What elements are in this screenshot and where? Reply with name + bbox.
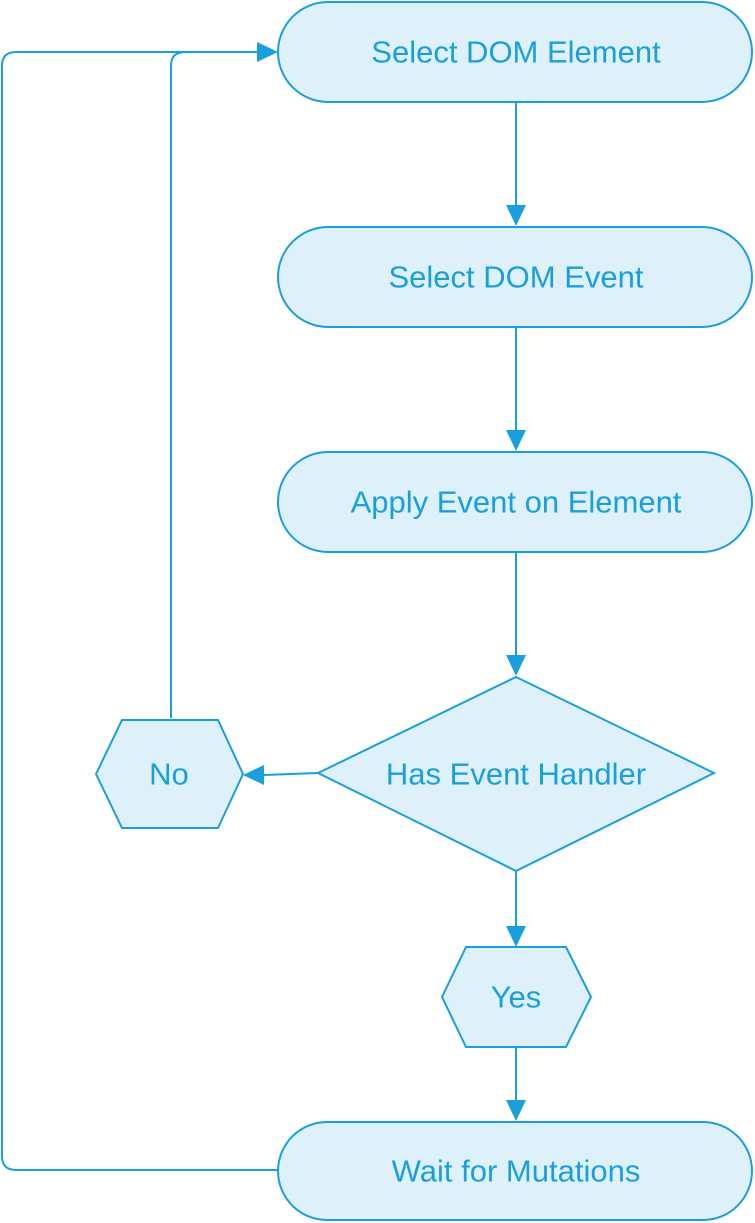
node-no-label: No [149, 757, 189, 792]
node-select-element[interactable]: Select DOM Element [277, 1, 753, 103]
node-apply-event[interactable]: Apply Event on Element [277, 451, 753, 553]
node-wait-for-mutations-label: Wait for Mutations [392, 1154, 641, 1189]
arrowhead-apply-event [506, 430, 526, 451]
node-yes-label: Yes [491, 980, 542, 1015]
node-select-element-label: Select DOM Element [371, 35, 661, 70]
arrowhead-yes [506, 926, 526, 947]
node-yes[interactable]: Yes [440, 946, 593, 1048]
node-has-event-handler-label: Has Event Handler [386, 757, 646, 792]
arrowhead-has-handler [506, 655, 526, 676]
node-has-event-handler[interactable]: Has Event Handler [315, 675, 717, 873]
arrowhead-no [243, 765, 264, 785]
node-select-event[interactable]: Select DOM Event [277, 226, 753, 328]
arrowhead-select-element [257, 42, 278, 62]
edge-has-handler-to-no [263, 772, 319, 776]
arrowhead-wait [506, 1100, 526, 1121]
node-no[interactable]: No [94, 719, 245, 829]
node-select-event-label: Select DOM Event [389, 260, 644, 295]
arrowhead-select-event [506, 205, 526, 226]
edges [1, 42, 526, 1171]
node-wait-for-mutations[interactable]: Wait for Mutations [277, 1121, 753, 1221]
edge-no-to-select-element [170, 51, 258, 718]
edge-wait-to-select-element [1, 51, 278, 1171]
node-apply-event-label: Apply Event on Element [351, 485, 682, 520]
